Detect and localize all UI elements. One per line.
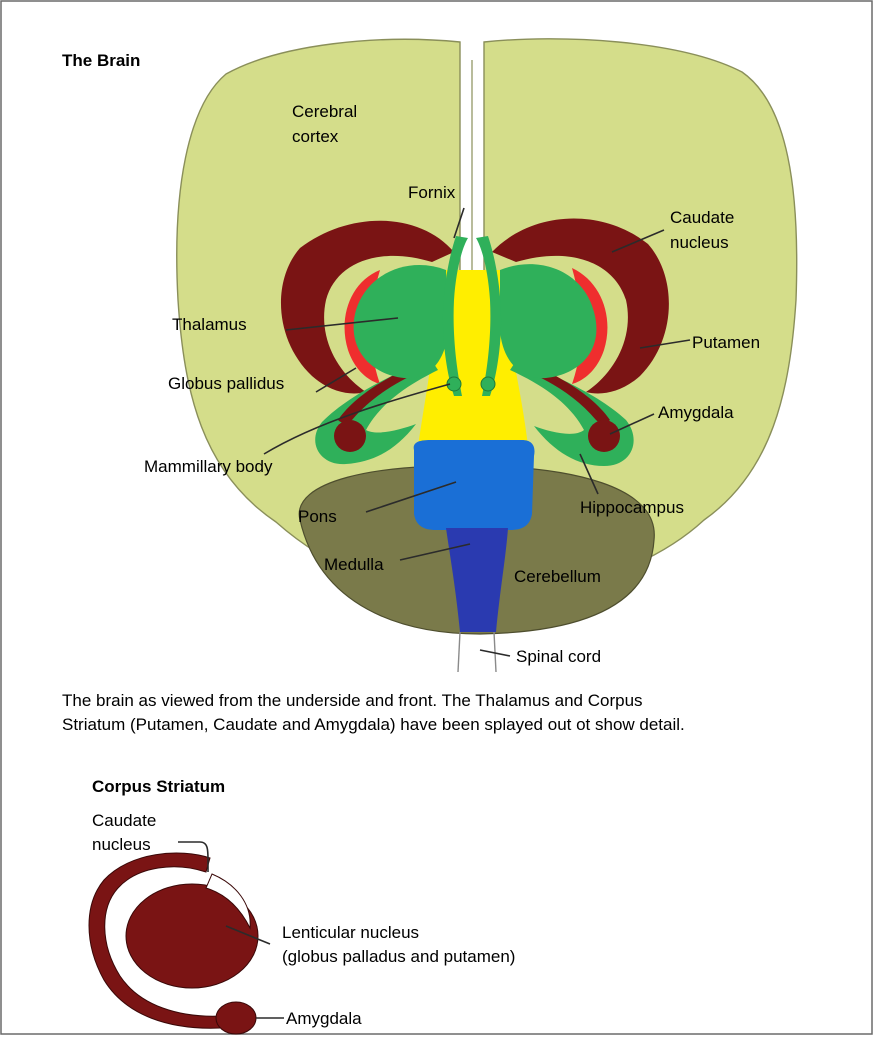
striatum-amygdala [216,1002,256,1034]
label-spinal-cord: Spinal cord [516,647,601,666]
label-amygdala: Amygdala [658,403,734,422]
label-mammillary-body: Mammillary body [144,457,273,476]
label-medulla: Medulla [324,555,384,574]
label-cerebral-cortex-line2: cortex [292,127,339,146]
pons [414,440,535,530]
striatum-label-caudate-line1: Caudate [92,811,156,830]
caption-line-1: The brain as viewed from the underside a… [62,691,643,710]
left-amygdala [334,420,366,452]
striatum-label-amygdala: Amygdala [286,1009,362,1028]
label-globus-pallidus: Globus pallidus [168,374,284,393]
label-cerebellum: Cerebellum [514,567,601,586]
label-thalamus: Thalamus [172,315,247,334]
caption-line-2: Striatum (Putamen, Caudate and Amygdala)… [62,715,685,734]
label-pons: Pons [298,507,337,526]
label-fornix: Fornix [408,183,456,202]
right-amygdala [588,420,620,452]
striatum-label-lenticular-line1: Lenticular nucleus [282,923,419,942]
spinal-cord-left-edge [458,632,460,672]
striatum-title: Corpus Striatum [92,777,225,796]
label-caudate-line1: Caudate [670,208,734,227]
label-caudate-line2: nucleus [670,233,729,252]
figure-title: The Brain [62,51,140,70]
label-putamen: Putamen [692,333,760,352]
label-hippocampus: Hippocampus [580,498,684,517]
right-mammillary-body [481,377,495,391]
striatum-label-lenticular-line2: (globus palladus and putamen) [282,947,515,966]
striatum-label-caudate-line2: nucleus [92,835,151,854]
spinal-cord-right-edge [494,632,496,672]
label-cerebral-cortex-line1: Cerebral [292,102,357,121]
